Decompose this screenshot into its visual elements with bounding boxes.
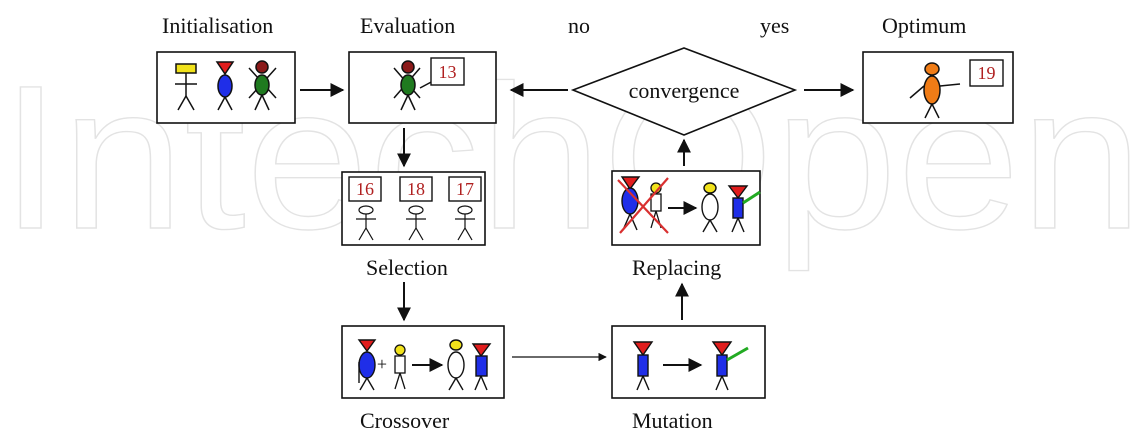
candidate-3-icon: [455, 205, 475, 241]
score-evaluation: 13: [439, 62, 457, 82]
discard-cross-icon: [617, 177, 669, 234]
score-selection-2: 18: [407, 179, 425, 199]
yes-label: yes: [760, 13, 789, 38]
score-card-evaluation: [430, 57, 465, 86]
optimum-individual-icon: [909, 62, 961, 119]
mutation-box: [611, 325, 766, 399]
candidate-2-icon: [406, 205, 426, 241]
mutation-label: Mutation: [632, 408, 713, 433]
child-red-blue-icon: [471, 343, 492, 391]
new-red-blue-icon: [727, 185, 761, 233]
convergence-label: convergence: [629, 78, 740, 103]
parent-yellow-icon: [394, 344, 406, 390]
no-label: no: [568, 13, 590, 38]
new-yellow-icon: [701, 182, 719, 233]
candidate-1-icon: [356, 205, 376, 241]
score-card-optimum: [969, 59, 1004, 87]
initialisation-label: Initialisation: [162, 13, 273, 38]
plus-icon: +: [377, 354, 387, 374]
score-optimum: 19: [978, 63, 996, 83]
red-blue-individual-icon: [215, 61, 235, 111]
green-individual-icon: [248, 60, 277, 111]
child-yellow-icon: [447, 339, 465, 391]
convergence-diamond: [570, 47, 798, 136]
selection-label: Selection: [366, 255, 448, 280]
score-card-selection-3: [448, 176, 482, 202]
score-selection-1: 16: [356, 179, 374, 199]
evaluation-label: Evaluation: [360, 13, 455, 38]
score-card-selection-2: [399, 176, 433, 202]
score-card-selection-1: [348, 176, 382, 202]
optimum-label: Optimum: [882, 13, 966, 38]
crossover-label: Crossover: [360, 408, 450, 433]
score-selection-3: 17: [456, 179, 474, 199]
mutated-individual-icon: [711, 341, 749, 391]
yellow-individual-icon: [175, 63, 197, 111]
pre-mutation-individual-icon: [632, 341, 654, 391]
parent-red-blue-icon: [357, 339, 377, 391]
replacing-label: Replacing: [632, 255, 721, 280]
replaced-red-blue-icon: [620, 176, 641, 231]
